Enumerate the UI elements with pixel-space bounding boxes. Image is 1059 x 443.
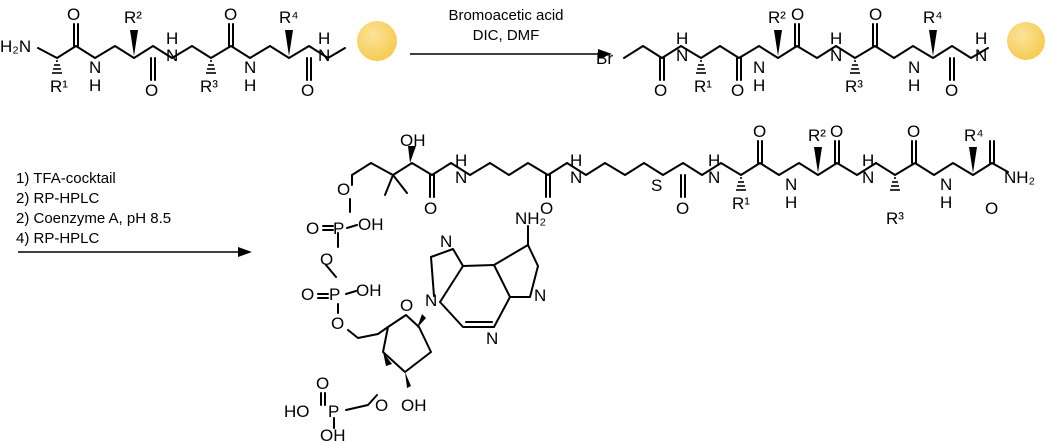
carbonyl-oxygen-label: O bbox=[424, 199, 437, 218]
carbonyl-oxygen-label: O bbox=[540, 199, 553, 218]
bromine-label: Br bbox=[596, 49, 613, 68]
carbonyl-oxygen-label: O bbox=[830, 122, 843, 141]
pyrimidine-n-label: N bbox=[534, 286, 546, 305]
imidazole-n-label: N bbox=[440, 232, 452, 251]
amide-h-label: H bbox=[570, 151, 582, 170]
glycosidic-n-label: N bbox=[425, 291, 437, 310]
bridging-oxygen-label: O bbox=[320, 250, 333, 269]
carbonyl-oxygen-label: O bbox=[67, 5, 80, 24]
side-chain-r3-label: R³ bbox=[200, 77, 218, 96]
step-3-text: 2) Coenzyme A, pH 8.5 bbox=[16, 210, 171, 227]
amide-h-label: H bbox=[975, 29, 987, 48]
step-2-text: 2) RP-HPLC bbox=[16, 190, 100, 207]
reaction-arrow-head bbox=[598, 49, 612, 59]
amide-h-label: H bbox=[708, 151, 720, 170]
amide-n-label: N bbox=[166, 46, 178, 65]
phosphate-hydroxyl-label: OH bbox=[358, 215, 384, 234]
carbonyl-oxygen-label: O bbox=[731, 81, 744, 100]
reagent-line-1: Bromoacetic acid bbox=[448, 7, 563, 24]
amide-n-label: N bbox=[975, 46, 987, 65]
ribose-hydroxyl-label: OH bbox=[401, 396, 427, 415]
phosphorus-label: P bbox=[329, 285, 340, 304]
carbonyl-oxygen-label: O bbox=[676, 199, 689, 218]
side-chain-r2-label: R² bbox=[124, 8, 142, 27]
side-chain-r1-label: R¹ bbox=[50, 77, 68, 96]
amide-h-label: H bbox=[676, 29, 688, 48]
coa-peptide-conjugate bbox=[317, 140, 1009, 429]
carbonyl-oxygen-label: O bbox=[753, 122, 766, 141]
side-chain-r3-label: R³ bbox=[886, 209, 904, 228]
amide-h-label: H bbox=[908, 76, 920, 95]
carbonyl-oxygen-label: O bbox=[869, 5, 882, 24]
amide-h-label: H bbox=[830, 29, 842, 48]
amide-n-label: N bbox=[676, 46, 688, 65]
phosphate-hydroxyl-label: OH bbox=[320, 426, 346, 443]
exocyclic-amine-label: NH₂ bbox=[515, 209, 546, 228]
step-1-text: 1) TFA-cocktail bbox=[16, 170, 116, 187]
bromoacetyl-peptide-on-resin bbox=[623, 23, 989, 81]
carbonyl-oxygen-label: O bbox=[945, 81, 958, 100]
amide-n-label: N bbox=[940, 175, 952, 194]
amide-h-label: H bbox=[166, 29, 178, 48]
amide-n-label: N bbox=[830, 46, 842, 65]
side-chain-r1-label: R¹ bbox=[694, 77, 712, 96]
carbonyl-oxygen-label: O bbox=[791, 5, 804, 24]
amide-n-label: N bbox=[753, 58, 765, 77]
carbonyl-oxygen-label: O bbox=[145, 81, 158, 100]
phosphate-hydroxyl-label: OH bbox=[356, 281, 382, 300]
phosphoryl-oxygen-label: O bbox=[316, 374, 329, 393]
side-chain-r4-label: R⁴ bbox=[964, 126, 984, 145]
amine-label: H₂N bbox=[0, 37, 31, 56]
side-chain-r4-label: R⁴ bbox=[279, 8, 299, 27]
amide-h-label: H bbox=[318, 29, 330, 48]
terminal-amide-label: NH₂ bbox=[1004, 168, 1035, 187]
resin-bead-icon bbox=[1007, 22, 1045, 60]
carbonyl-oxygen-label: O bbox=[224, 5, 237, 24]
hydroxyl-label: OH bbox=[400, 131, 426, 150]
thioether-sulfur-label: S bbox=[651, 176, 662, 195]
phosphorus-label: P bbox=[333, 219, 344, 238]
amide-h-label: H bbox=[785, 193, 797, 212]
amide-n-label: N bbox=[862, 168, 874, 187]
reagent-line-2: DIC, DMF bbox=[473, 27, 540, 44]
ribose-oxygen-label: O bbox=[400, 296, 413, 315]
amide-n-label: N bbox=[908, 58, 920, 77]
amide-n-label: N bbox=[318, 46, 330, 65]
amide-h-label: H bbox=[753, 76, 765, 95]
amide-h-label: H bbox=[244, 76, 256, 95]
amide-n-label: N bbox=[785, 175, 797, 194]
side-chain-r4-label: R⁴ bbox=[923, 8, 943, 27]
amide-n-label: N bbox=[570, 168, 582, 187]
amide-h-label: H bbox=[940, 193, 952, 212]
ester-oxygen-label: O bbox=[331, 314, 344, 333]
phosphate-hydroxyl-label: HO bbox=[284, 402, 310, 421]
amide-n-label: N bbox=[89, 58, 101, 77]
amide-n-label: N bbox=[708, 168, 720, 187]
ester-oxygen-label: O bbox=[375, 396, 388, 415]
side-chain-r2-label: R² bbox=[808, 126, 826, 145]
phosphoryl-oxygen-label: O bbox=[306, 219, 319, 238]
amide-n-label: N bbox=[455, 168, 467, 187]
side-chain-r1-label: R¹ bbox=[732, 194, 750, 213]
amide-h-label: H bbox=[89, 76, 101, 95]
carbonyl-oxygen-label: O bbox=[654, 81, 667, 100]
resin-bead-icon bbox=[357, 21, 397, 61]
side-chain-r2-label: R² bbox=[768, 8, 786, 27]
carbonyl-oxygen-label: O bbox=[301, 81, 314, 100]
amide-n-label: N bbox=[244, 58, 256, 77]
phosphorus-label: P bbox=[328, 402, 339, 421]
side-chain-r3-label: R³ bbox=[845, 77, 863, 96]
peptide-on-resin bbox=[37, 23, 346, 81]
step-4-text: 4) RP-HPLC bbox=[16, 230, 100, 247]
ester-oxygen-label: O bbox=[337, 180, 350, 199]
amide-h-label: H bbox=[455, 151, 467, 170]
reaction-arrow-head bbox=[238, 247, 252, 257]
amide-h-label: H bbox=[862, 151, 874, 170]
carbonyl-oxygen-label: O bbox=[907, 122, 920, 141]
phosphoryl-oxygen-label: O bbox=[301, 285, 314, 304]
carbonyl-oxygen-label: O bbox=[985, 199, 998, 218]
pyrimidine-n-label: N bbox=[486, 329, 498, 348]
